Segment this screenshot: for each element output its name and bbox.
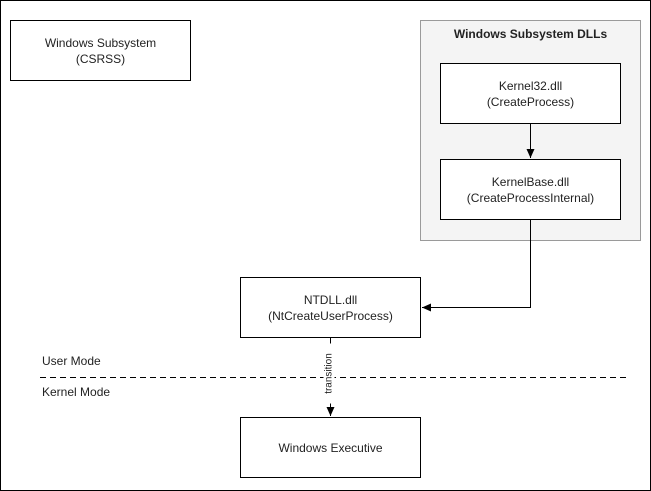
kernelbase-node-subtitle: (CreateProcessInternal) (466, 190, 595, 205)
kernel32-node-subtitle: (CreateProcess) (486, 94, 575, 109)
transition-label: transition (323, 343, 335, 404)
kernel32-node-title: Kernel32.dll (498, 78, 563, 93)
ntdll-node: NTDLL.dll (NtCreateUserProcess) (240, 277, 421, 338)
csrss-node: Windows Subsystem (CSRSS) (10, 20, 191, 81)
kernel32-node: Kernel32.dll (CreateProcess) (440, 63, 621, 124)
edge-kernelbase-to-ntdll (422, 220, 531, 312)
executive-node-title: Windows Executive (278, 440, 383, 455)
user-mode-label: User Mode (42, 354, 101, 368)
dll-group-title: Windows Subsystem DLLs (453, 27, 608, 41)
kernelbase-node-title: KernelBase.dll (491, 174, 570, 189)
kernelbase-node: KernelBase.dll (CreateProcessInternal) (440, 159, 621, 220)
executive-node: Windows Executive (240, 417, 421, 478)
kernel-mode-label: Kernel Mode (42, 385, 111, 399)
ntdll-node-title: NTDLL.dll (303, 292, 358, 307)
ntdll-node-subtitle: (NtCreateUserProcess) (268, 308, 393, 323)
csrss-node-subtitle: (CSRSS) (75, 51, 126, 66)
csrss-node-title: Windows Subsystem (44, 35, 157, 50)
